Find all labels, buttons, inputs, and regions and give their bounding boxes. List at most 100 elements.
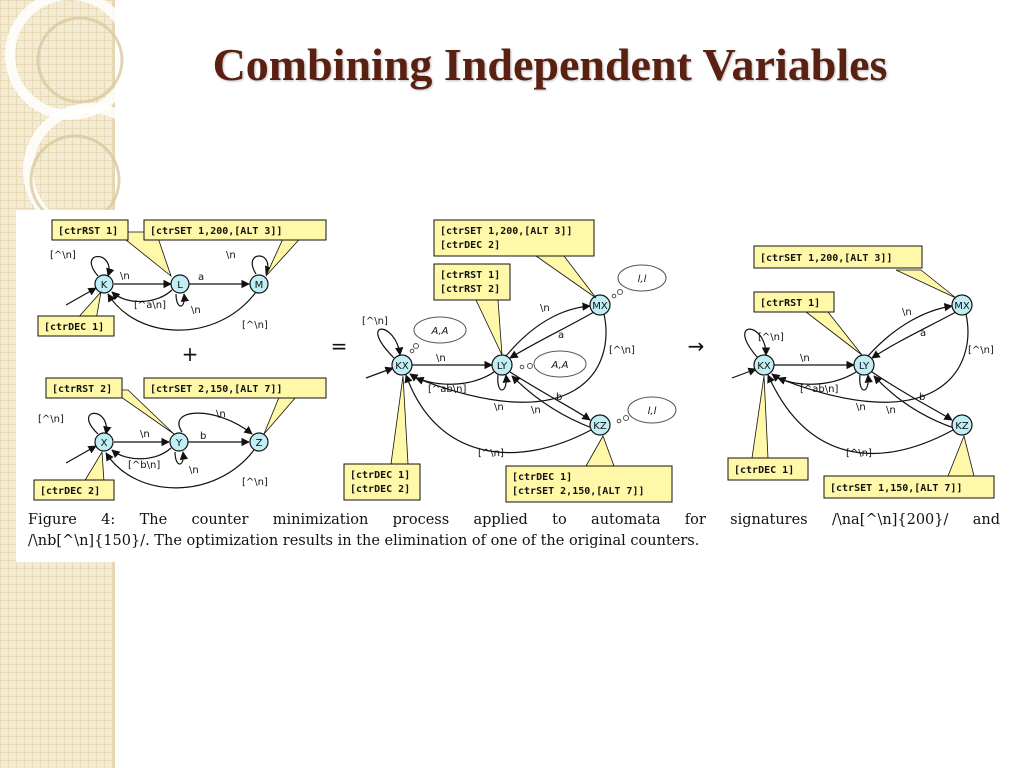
- arrow-operator: →: [688, 334, 705, 358]
- plus-operator: +: [182, 342, 199, 366]
- edge-label-kz-kx: [^\n]: [478, 448, 504, 459]
- edge-label-kx-ly: \n: [436, 353, 446, 364]
- node-mx-min: [951, 294, 973, 316]
- node-ly-min-label: LY: [859, 361, 870, 372]
- node-x-label: X: [101, 438, 108, 449]
- node-k: [94, 274, 114, 294]
- caption-line-1: Figure 4: The counter minimization proce…: [28, 512, 1000, 528]
- cloud-ly: A,A: [519, 350, 587, 378]
- automaton-minimized: [^\n] \n [^ab\n] \n \n a b \n [^\n] [^\n…: [727, 245, 995, 499]
- callout-d-set: [753, 245, 923, 269]
- callout-c-dec-line2: [ctrDEC 2]: [350, 484, 410, 495]
- callout-d-kz: [823, 475, 995, 499]
- edge-label-ly2-mx2-top: \n: [902, 307, 912, 318]
- edge-label-k-self: [^\n]: [50, 250, 76, 261]
- node-l-label: L: [177, 280, 183, 291]
- slide-title: Combining Independent Variables: [212, 39, 888, 90]
- edge-label-k-l: \n: [120, 271, 130, 282]
- node-mx-label: MX: [592, 301, 608, 312]
- callout-c-kz: [505, 465, 673, 503]
- edge-label-kz-ly: \n: [531, 405, 541, 416]
- edge-label-ly2-self: \n: [856, 402, 866, 413]
- callout-b-dec-text: [ctrDEC 2]: [40, 486, 100, 497]
- callout-c-set-line2: [ctrDEC 2]: [440, 240, 500, 251]
- callout-a-rst-text: [ctrRST 1]: [58, 226, 118, 237]
- edge-label-x-self: [^\n]: [38, 414, 64, 425]
- cloud-mx: l,l: [611, 264, 667, 299]
- callout-d-rst-text: [ctrRST 1]: [760, 298, 820, 309]
- edge-label-ly-mx: a: [558, 330, 564, 341]
- node-kz-min: [951, 414, 973, 436]
- cloud-kz: l,l: [616, 396, 677, 424]
- edge-label-ly-self: \n: [494, 402, 504, 413]
- edge-label-m-self: \n: [226, 250, 236, 261]
- figure-caption: Figure 4: The counter minimization proce…: [28, 510, 1000, 552]
- node-kx: [391, 354, 413, 376]
- node-kz: [589, 414, 611, 436]
- edge-label-y-self: \n: [189, 465, 199, 476]
- callout-c-rst-line1: [ctrRST 1]: [440, 270, 500, 281]
- edge-label-kx2-self: [^\n]: [758, 332, 784, 343]
- callout-a-dec-text: [ctrDEC 1]: [44, 322, 104, 333]
- figure: [^\n] \n [^a\n] \n a \n [^\n] K L M [ctr…: [16, 210, 1008, 562]
- edge-label-ly2-kz2: b: [919, 392, 925, 403]
- automaton-b: [^\n] \n [^b\n] \n b \n [^\n] X Y Z [ctr…: [33, 377, 327, 501]
- node-m: [249, 274, 269, 294]
- callout-c-kz-line1: [ctrDEC 1]: [512, 472, 572, 483]
- node-z-label: Z: [256, 438, 263, 449]
- edge-label-y-x: [^b\n]: [128, 460, 160, 471]
- edge-label-kz2-kx2: [^\n]: [846, 448, 872, 459]
- node-k-label: K: [101, 280, 108, 291]
- cloud-kx-text: A,A: [430, 326, 448, 337]
- callout-c-set-line1: [ctrSET 1,200,[ALT 3]]: [440, 226, 572, 237]
- automata-diagram: [^\n] \n [^a\n] \n a \n [^\n] K L M [ctr…: [33, 219, 995, 503]
- automaton-a: [^\n] \n [^a\n] \n a \n [^\n] K L M [ctr…: [37, 219, 327, 337]
- edge-label-l-self: \n: [191, 305, 201, 316]
- edge-label-l-m: a: [198, 272, 204, 283]
- cloud-ly-text: A,A: [550, 360, 568, 371]
- edge-label-m-k: [^\n]: [242, 320, 268, 331]
- automaton-combined: [^\n] \n [^ab\n] \n \n a b \n [^\n] [^\n…: [343, 219, 677, 503]
- callout-d-kz-text: [ctrSET 1,150,[ALT 7]]: [830, 483, 962, 494]
- callout-d-dec: [727, 457, 809, 481]
- node-kz-label: KZ: [593, 421, 607, 432]
- callout-b-rst-text: [ctrRST 2]: [52, 384, 112, 395]
- edge-label-l-k: [^a\n]: [134, 300, 166, 311]
- callout-d-rst: [753, 291, 835, 313]
- node-x: [94, 432, 114, 452]
- edge-label-ly2-kx2: [^ab\n]: [800, 384, 838, 395]
- node-y: [169, 432, 189, 452]
- node-l: [170, 274, 190, 294]
- edge-label-ly2-mx2: a: [920, 328, 926, 339]
- edge-label-x-y: \n: [140, 429, 150, 440]
- callout-b-dec: [33, 479, 115, 501]
- edge-label-y-z-top: \n: [216, 409, 226, 420]
- callout-d-dec-text: [ctrDEC 1]: [734, 465, 794, 476]
- edge-label-z-x: [^\n]: [242, 477, 268, 488]
- callout-a-rst: [51, 219, 129, 241]
- callout-b-set: [143, 377, 327, 399]
- edge-label-ly-mx-top: \n: [540, 303, 550, 314]
- callout-c-set: [433, 219, 595, 257]
- node-m-label: M: [255, 280, 264, 291]
- cloud-mx-text: l,l: [638, 274, 647, 285]
- edge-label-mx2-kx2: [^\n]: [968, 345, 994, 356]
- edge-label-kz2-ly2: \n: [886, 405, 896, 416]
- edge-label-y-z: b: [200, 431, 206, 442]
- callout-a-set-text: [ctrSET 1,200,[ALT 3]]: [150, 226, 282, 237]
- callout-b-set-text: [ctrSET 2,150,[ALT 7]]: [150, 384, 282, 395]
- callout-a-dec: [37, 315, 115, 337]
- callout-c-rst: [433, 263, 511, 301]
- caption-line-2: /\nb[^\n]{150}/. The optimization result…: [28, 533, 700, 549]
- callout-c-kz-line2: [ctrSET 2,150,[ALT 7]]: [512, 486, 644, 497]
- callout-a-set: [143, 219, 327, 241]
- callout-d-set-text: [ctrSET 1,200,[ALT 3]]: [760, 253, 892, 264]
- edge-label-mx-kx: [^\n]: [609, 345, 635, 356]
- node-z: [249, 432, 269, 452]
- callout-b-rst: [45, 377, 123, 399]
- node-mx-min-label: MX: [954, 301, 970, 312]
- edge-label-kx2-ly2: \n: [800, 353, 810, 364]
- node-mx: [589, 294, 611, 316]
- callout-c-dec-line1: [ctrDEC 1]: [350, 470, 410, 481]
- cloud-kz-text: l,l: [648, 406, 657, 417]
